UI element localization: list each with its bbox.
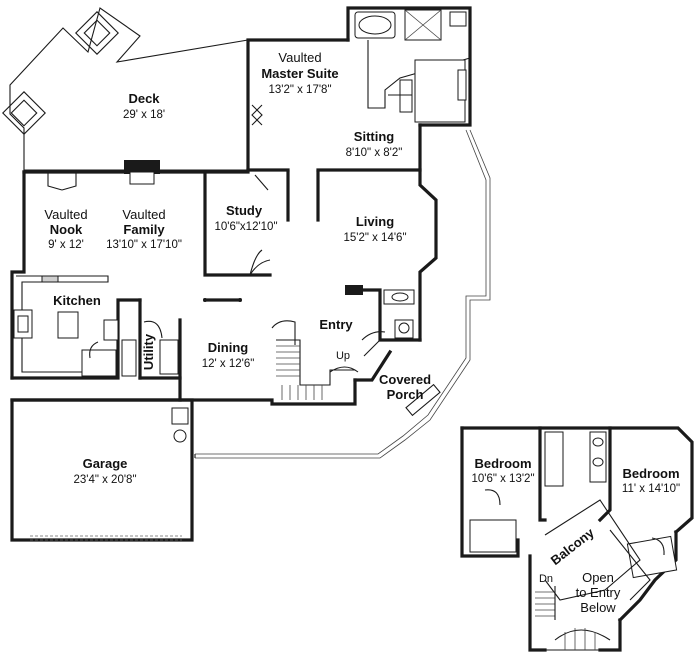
family-nook <box>47 160 271 302</box>
dining-dims: 12' x 12'6" <box>202 358 255 370</box>
porch-line2: Porch <box>387 387 424 402</box>
garage-name: Garage <box>83 456 128 471</box>
stair-up-label: Up <box>336 350 350 362</box>
room-labels: Deck 29' x 18' Vaulted Master Suite 13'2… <box>44 50 680 615</box>
entry-fixtures <box>271 285 415 400</box>
living-name: Living <box>356 214 394 229</box>
deck-name: Deck <box>128 91 160 106</box>
deck <box>2 7 249 171</box>
master-prefix: Vaulted <box>278 50 321 65</box>
garage-dims: 23'4" x 20'8" <box>73 474 136 486</box>
deck-dims: 29' x 18' <box>123 109 165 121</box>
master-bath <box>251 9 471 126</box>
family-prefix: Vaulted <box>122 207 165 222</box>
study-dims: 10'6"x12'10" <box>214 221 277 233</box>
kitchen-name: Kitchen <box>53 293 101 308</box>
study-name: Study <box>226 203 263 218</box>
porch-rail <box>194 129 491 459</box>
family-dims: 13'10" x 17'10" <box>106 239 182 251</box>
open-line2: to Entry <box>576 585 621 600</box>
family-name: Family <box>123 222 165 237</box>
bedroom-right-name: Bedroom <box>622 466 679 481</box>
dining-name: Dining <box>208 340 248 355</box>
entry-name: Entry <box>319 317 353 332</box>
master-name: Master Suite <box>261 66 338 81</box>
kitchen-fixtures <box>13 275 179 377</box>
garage-details <box>30 407 189 541</box>
upper-floor <box>460 426 694 652</box>
sitting-dims: 8'10" x 8'2" <box>346 147 403 159</box>
nook-dims: 9' x 12' <box>48 239 84 251</box>
open-line1: Open <box>582 570 614 585</box>
porch-line1: Covered <box>379 372 431 387</box>
bedroom-right-dims: 11' x 14'10" <box>622 483 680 495</box>
bedroom-left-dims: 10'6" x 13'2" <box>471 473 534 485</box>
bedroom-left-name: Bedroom <box>474 456 531 471</box>
master-dims: 13'2" x 17'8" <box>268 84 331 96</box>
sitting-name: Sitting <box>354 129 394 144</box>
living-dims: 15'2" x 14'6" <box>343 232 406 244</box>
main-floor-walls <box>10 6 472 542</box>
open-line3: Below <box>580 600 616 615</box>
nook-name: Nook <box>50 222 83 237</box>
balcony-name: Balcony <box>548 525 598 568</box>
stair-down-label: Dn <box>539 573 553 585</box>
utility-name: Utility <box>141 333 156 370</box>
nook-prefix: Vaulted <box>44 207 87 222</box>
